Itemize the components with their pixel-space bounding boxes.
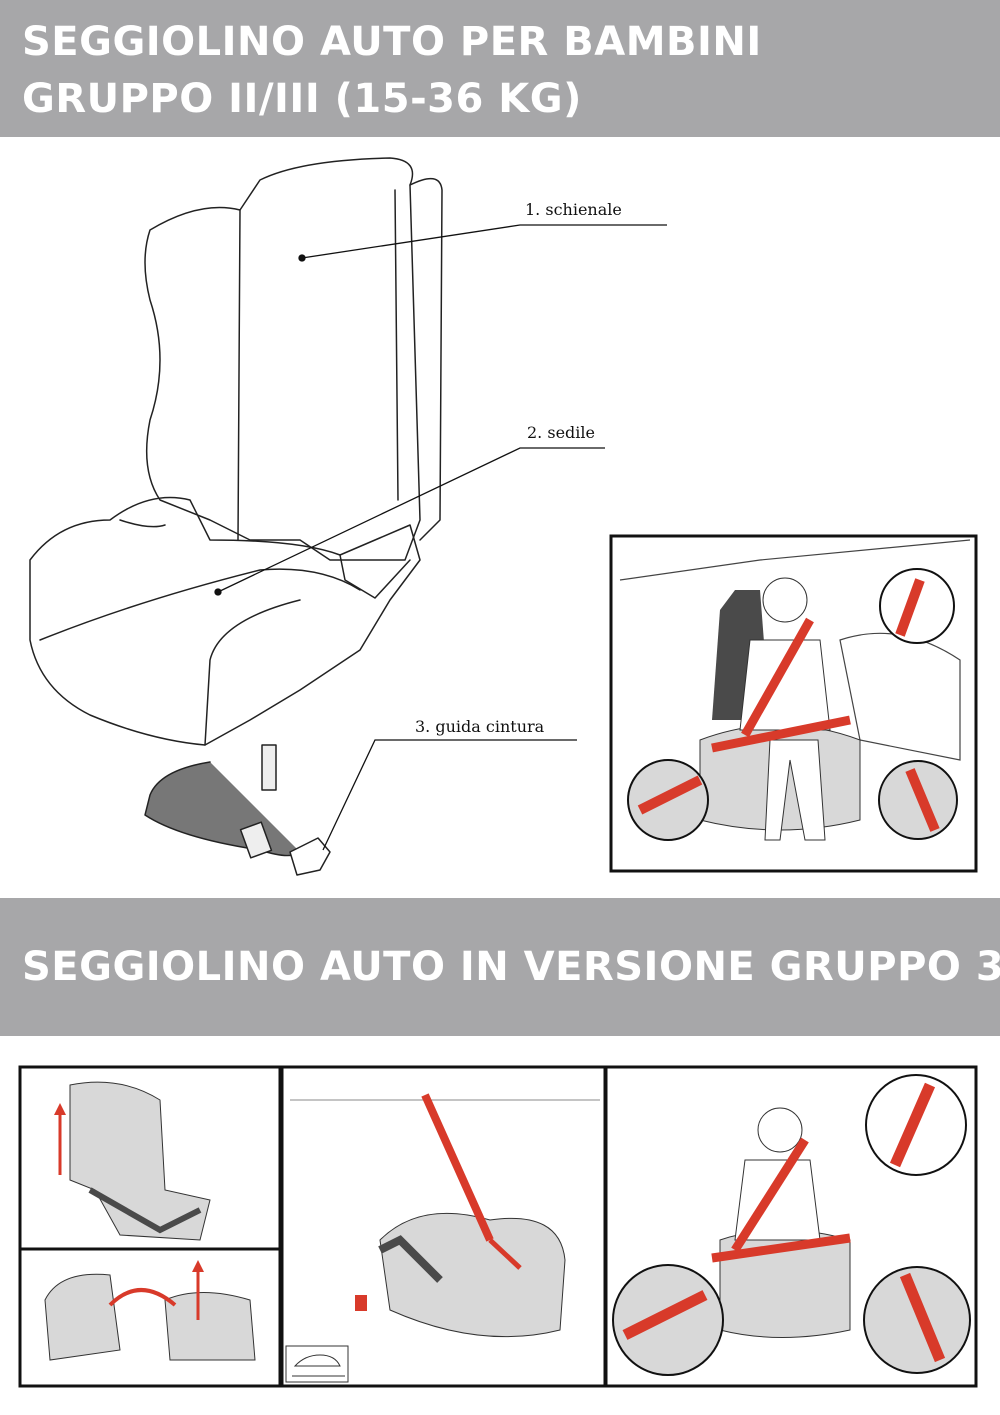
label-seat: 2. sedile	[527, 423, 595, 442]
belt-clip	[289, 837, 331, 876]
label-backrest: 1. schienale	[525, 200, 622, 219]
seat-base-outline	[29, 496, 421, 746]
header-title-line1: SEGGIOLINO AUTO PER BAMBINI	[22, 19, 762, 65]
header-title-line2: GRUPPO II/III (15-36 KG)	[22, 76, 582, 122]
child-seated-illustration	[609, 534, 978, 873]
section2-title: SEGGIOLINO AUTO IN VERSIONE GRUPPO 3	[22, 944, 1000, 990]
label-belt-guide: 3. guida cintura	[415, 717, 545, 736]
backrest-outline	[144, 157, 421, 561]
section2-banner: SEGGIOLINO AUTO IN VERSIONE GRUPPO 3	[0, 898, 1000, 1036]
header-banner: SEGGIOLINO AUTO PER BAMBINI GRUPPO II/II…	[0, 0, 1000, 137]
bottom-panels	[18, 1065, 978, 1388]
